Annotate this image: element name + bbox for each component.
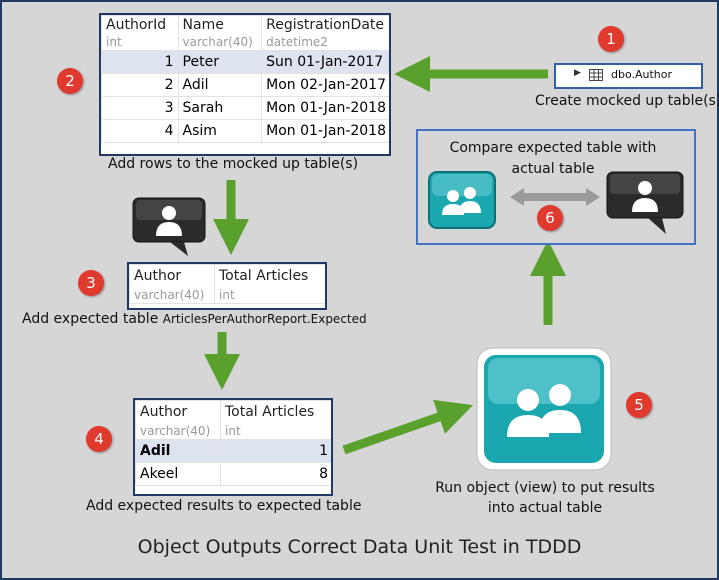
expected-table-name: ArticlesPerAuthorReport.Expected <box>162 312 367 326</box>
step4-caption: Add expected results to expected table <box>86 498 362 514</box>
column-header: Name <box>177 15 263 34</box>
cell[interactable]: Mon 01-Jan-2018 <box>261 96 389 120</box>
cell[interactable]: 8 <box>220 461 331 486</box>
cell[interactable]: Adil <box>177 73 263 97</box>
double-arrow-icon <box>510 188 600 206</box>
column-header: Total Articles <box>220 400 331 423</box>
cell[interactable]: Mon 01-Jan-2018 <box>261 119 389 143</box>
table-row[interactable]: Akeel 8 <box>135 461 331 486</box>
cell[interactable]: Asim <box>177 119 263 143</box>
step-badge-6: 6 <box>537 205 563 231</box>
table-icon <box>589 69 603 81</box>
cell[interactable]: 4 <box>101 119 179 143</box>
column-header: Total Articles <box>214 264 325 287</box>
cell[interactable]: Adil <box>135 438 221 463</box>
step-badge-3: 3 <box>78 270 104 296</box>
step-badge-4: 4 <box>86 426 112 452</box>
cell[interactable]: Sun 01-Jan-2017 <box>261 50 389 74</box>
step2-caption: Add rows to the mocked up table(s) <box>108 156 359 172</box>
cell[interactable]: 1 <box>101 50 179 74</box>
step6-caption-line2: actual table <box>511 161 595 177</box>
table-row[interactable]: 1 Peter Sun 01-Jan-2017 <box>101 50 389 74</box>
step5-caption-line2: into actual table <box>487 500 603 516</box>
column-type: int <box>220 422 331 440</box>
results-table-box: Author Total Articles varchar(40) int Ad… <box>133 398 333 496</box>
table-row[interactable]: 2 Adil Mon 02-Jan-2017 <box>101 73 389 97</box>
cell[interactable]: Mon 02-Jan-2017 <box>261 73 389 97</box>
column-type: varchar(40) <box>129 286 215 304</box>
cell[interactable]: 3 <box>101 96 179 120</box>
table-row[interactable]: 3 Sarah Mon 01-Jan-2018 <box>101 96 389 120</box>
column-type: varchar(40) <box>135 422 221 440</box>
diagram-title: Object Outputs Correct Data Unit Test in… <box>137 536 582 558</box>
column-type: int <box>101 34 179 51</box>
results-table: Author Total Articles varchar(40) int Ad… <box>135 400 331 486</box>
column-type: int <box>214 286 325 304</box>
arrow-step4-to-step5 <box>342 399 473 455</box>
step1-caption: Create mocked up table(s) <box>535 93 719 109</box>
author-table-box: AuthorId Name RegistrationDate int varch… <box>99 13 391 156</box>
user-speech-icon <box>606 171 684 234</box>
table-row[interactable]: 4 Asim Mon 01-Jan-2018 <box>101 119 389 143</box>
column-type: varchar(40) <box>177 34 263 51</box>
column-header: AuthorId <box>101 15 179 34</box>
step5-caption-line1: Run object (view) to put results <box>435 480 655 496</box>
step-badge-5: 5 <box>626 392 652 418</box>
author-table: AuthorId Name RegistrationDate int varch… <box>101 15 389 143</box>
cell[interactable]: Peter <box>177 50 263 74</box>
step3-caption-prefix: Add expected table <box>22 311 163 327</box>
cell[interactable]: 2 <box>101 73 179 97</box>
table-row[interactable]: Adil 1 <box>135 438 331 463</box>
step3-caption: Add expected table ArticlesPerAuthorRepo… <box>22 311 367 327</box>
column-header: Author <box>135 400 221 423</box>
column-header: Author <box>129 264 215 287</box>
user-speech-icon <box>132 197 206 256</box>
user-group-icon <box>428 171 496 229</box>
column-type: datetime2 <box>261 34 389 51</box>
object-explorer-node[interactable]: ▶ dbo.Author <box>554 63 703 89</box>
cell[interactable]: 1 <box>220 438 331 463</box>
cell[interactable]: Sarah <box>177 96 263 120</box>
expand-chevron-icon[interactable]: ▶ <box>574 68 581 78</box>
column-header: RegistrationDate <box>261 15 389 34</box>
step-badge-1: 1 <box>598 26 624 52</box>
step-badge-2: 2 <box>57 68 83 94</box>
cell[interactable]: Akeel <box>135 461 221 486</box>
step6-caption-line1: Compare expected table with <box>449 140 657 156</box>
user-group-icon <box>476 347 612 471</box>
expected-table-box: Author Total Articles varchar(40) int <box>127 262 327 310</box>
object-label: dbo.Author <box>611 68 673 81</box>
expected-table: Author Total Articles varchar(40) int <box>129 264 325 304</box>
